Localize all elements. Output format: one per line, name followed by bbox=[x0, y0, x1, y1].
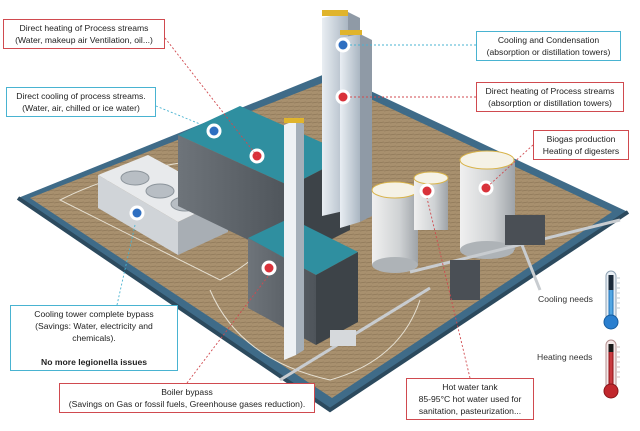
callout-detail: (absorption or distillation towers) bbox=[486, 47, 611, 57]
callout-title: Direct cooling of process streams. bbox=[16, 91, 146, 101]
callout-spacer bbox=[15, 344, 173, 356]
heating-leader-line bbox=[485, 144, 534, 189]
cooling-marker-tower-icon bbox=[335, 37, 351, 53]
legend-heating-label: Heating needs bbox=[537, 352, 593, 362]
callout-hot-water-tank: Hot water tank 85-95°C hot water used fo… bbox=[406, 378, 534, 420]
chimney bbox=[284, 118, 304, 360]
storage-tanks bbox=[371, 150, 515, 273]
callout-boiler-bypass: Boiler bypass (Savings on Gas or fossil … bbox=[59, 383, 315, 413]
cooling-leader-line bbox=[116, 224, 136, 306]
callout-title: Biogas production bbox=[546, 134, 616, 144]
callout-detail: 85-95°C hot water used for bbox=[418, 394, 522, 404]
callout-title: Direct heating of Process streams bbox=[485, 86, 615, 96]
callout-process-heating: Direct heating of Process streams (Water… bbox=[3, 19, 165, 49]
heating-marker-tank-icon bbox=[419, 183, 435, 199]
cooling-leader-line bbox=[155, 105, 201, 125]
callout-detail: (absorption or distillation towers) bbox=[488, 98, 612, 108]
callout-tower-heating: Direct heating of Process streams (absor… bbox=[476, 82, 624, 112]
callout-title: Direct heating of Process streams bbox=[19, 23, 149, 33]
callout-title: Hot water tank bbox=[442, 382, 498, 392]
callout-detail: chemicals). bbox=[72, 333, 116, 343]
heating-marker-boiler-icon bbox=[261, 260, 277, 276]
heating-leader-line bbox=[426, 197, 471, 379]
callout-highlight: No more legionella issues bbox=[40, 357, 148, 367]
cooling-thermometer-icon bbox=[603, 270, 620, 330]
callout-detail: (Water, makeup air Ventilation, oil...) bbox=[15, 35, 153, 45]
heating-thermometer-icon bbox=[603, 339, 620, 399]
callout-cooling-tower-bypass: Cooling tower complete bypass (Savings: … bbox=[10, 305, 178, 371]
heating-leader-line bbox=[164, 37, 258, 157]
callout-biogas: Biogas production Heating of digesters bbox=[533, 130, 629, 160]
callout-detail: (Water, air, chilled or ice water) bbox=[22, 103, 140, 113]
road bbox=[209, 289, 421, 381]
callout-title: Boiler bypass bbox=[161, 387, 213, 397]
cooling-marker-building-icon bbox=[206, 123, 222, 139]
callout-detail: Heating of digesters bbox=[542, 146, 620, 156]
heating-marker-tower-icon bbox=[335, 89, 351, 105]
callout-detail: (Savings: Water, electricity and bbox=[35, 321, 153, 331]
fence bbox=[16, 196, 630, 413]
callout-detail: sanitation, pasteurization... bbox=[418, 406, 522, 416]
callout-process-cooling: Direct cooling of process streams. (Wate… bbox=[6, 87, 156, 117]
callout-cooling-condensation: Cooling and Condensation (absorption or … bbox=[476, 31, 621, 61]
callout-title: Cooling and Condensation bbox=[497, 35, 600, 45]
callout-detail: (Savings on Gas or fossil fuels, Greenho… bbox=[68, 399, 306, 409]
cooling-marker-cooling-tower-icon bbox=[129, 205, 145, 221]
legend-cooling-label: Cooling needs bbox=[538, 294, 593, 304]
equipment-blocks bbox=[330, 215, 545, 346]
heating-leader-line bbox=[186, 274, 270, 384]
distillation-towers bbox=[322, 10, 372, 228]
callout-title: Cooling tower complete bypass bbox=[34, 309, 154, 319]
